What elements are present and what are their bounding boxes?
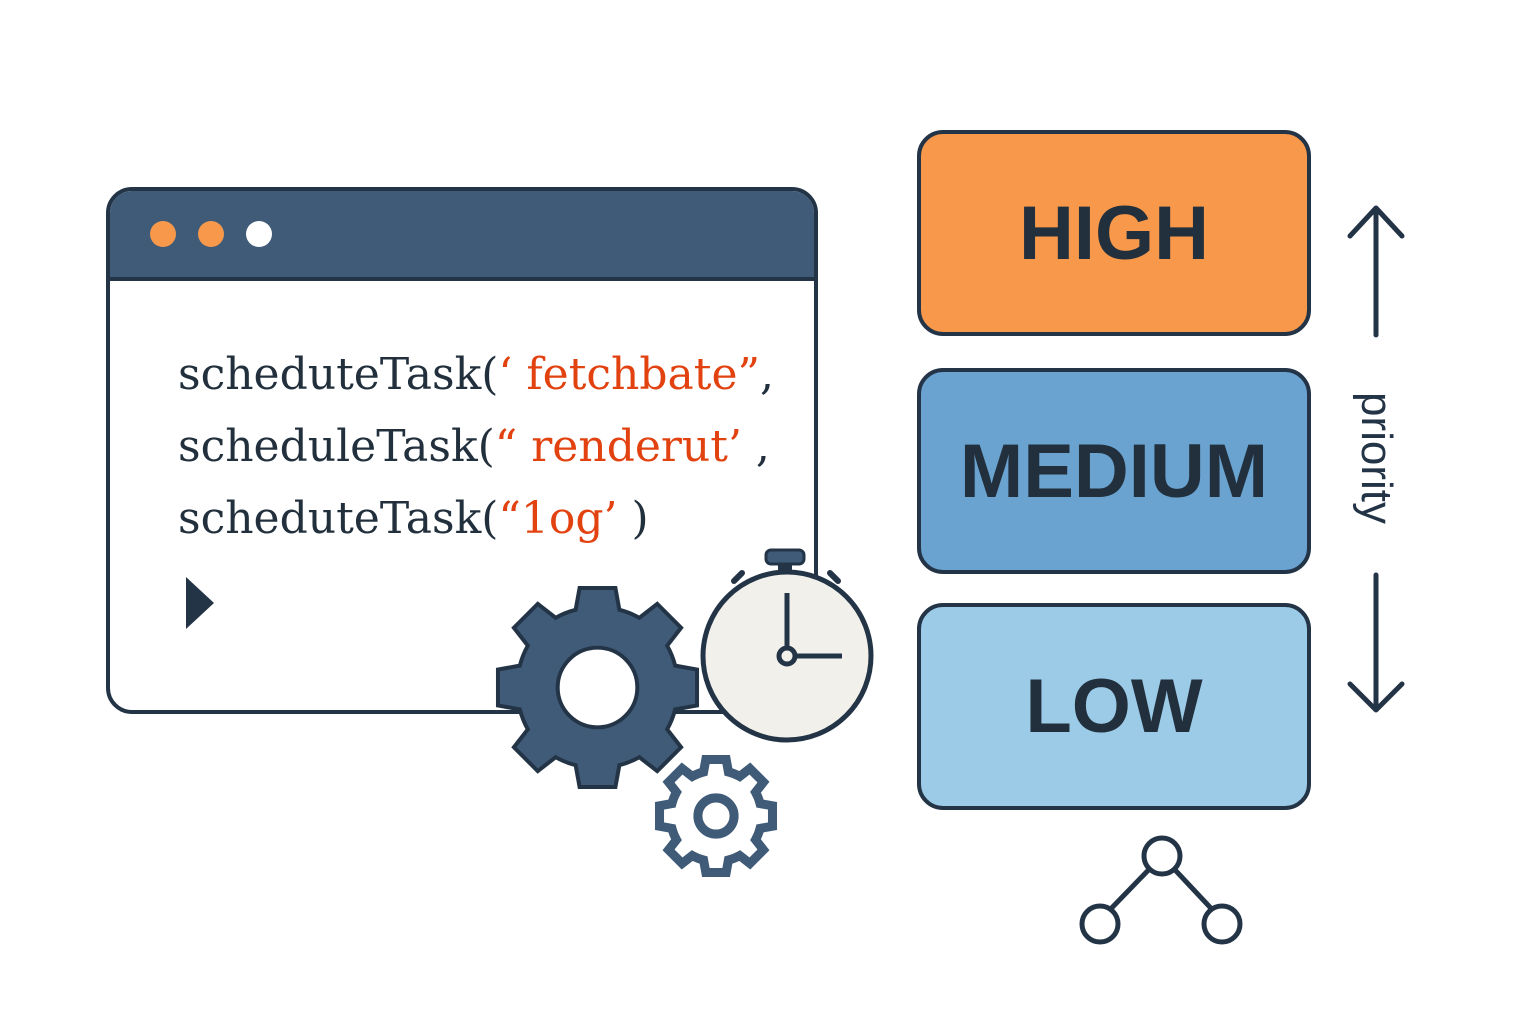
code-editor-window: scheduteTask(‘ fetchbate”, scheduleTask(“… <box>106 187 818 714</box>
code-line: scheduteTask(‘ fetchbate”, <box>178 349 774 400</box>
arrow-down-icon <box>1347 572 1405 713</box>
gear-icon <box>495 585 700 790</box>
priority-medium-box: MEDIUM <box>917 368 1311 574</box>
window-title-bar <box>110 191 814 281</box>
arrow-up-icon <box>1347 205 1405 338</box>
code-block: scheduteTask(‘ fetchbate”, scheduleTask(“… <box>178 339 774 555</box>
window-dot-minimize[interactable] <box>198 221 224 247</box>
small-gear-icon <box>655 755 777 877</box>
window-dot-maximize[interactable] <box>246 221 272 247</box>
code-line: scheduteTask(“1og’ ) <box>178 493 649 544</box>
priority-low-box: LOW <box>917 603 1311 810</box>
priority-axis-arrows <box>1347 205 1405 713</box>
priority-axis-label: priority <box>1352 391 1401 525</box>
code-line: scheduleTask(“ renderut’ , <box>178 421 770 472</box>
run-prompt-icon[interactable] <box>186 577 214 629</box>
hierarchy-tree-icon <box>1079 835 1243 945</box>
stopwatch-icon <box>700 548 874 743</box>
window-dot-close[interactable] <box>150 221 176 247</box>
priority-high-box: HIGH <box>917 130 1311 336</box>
